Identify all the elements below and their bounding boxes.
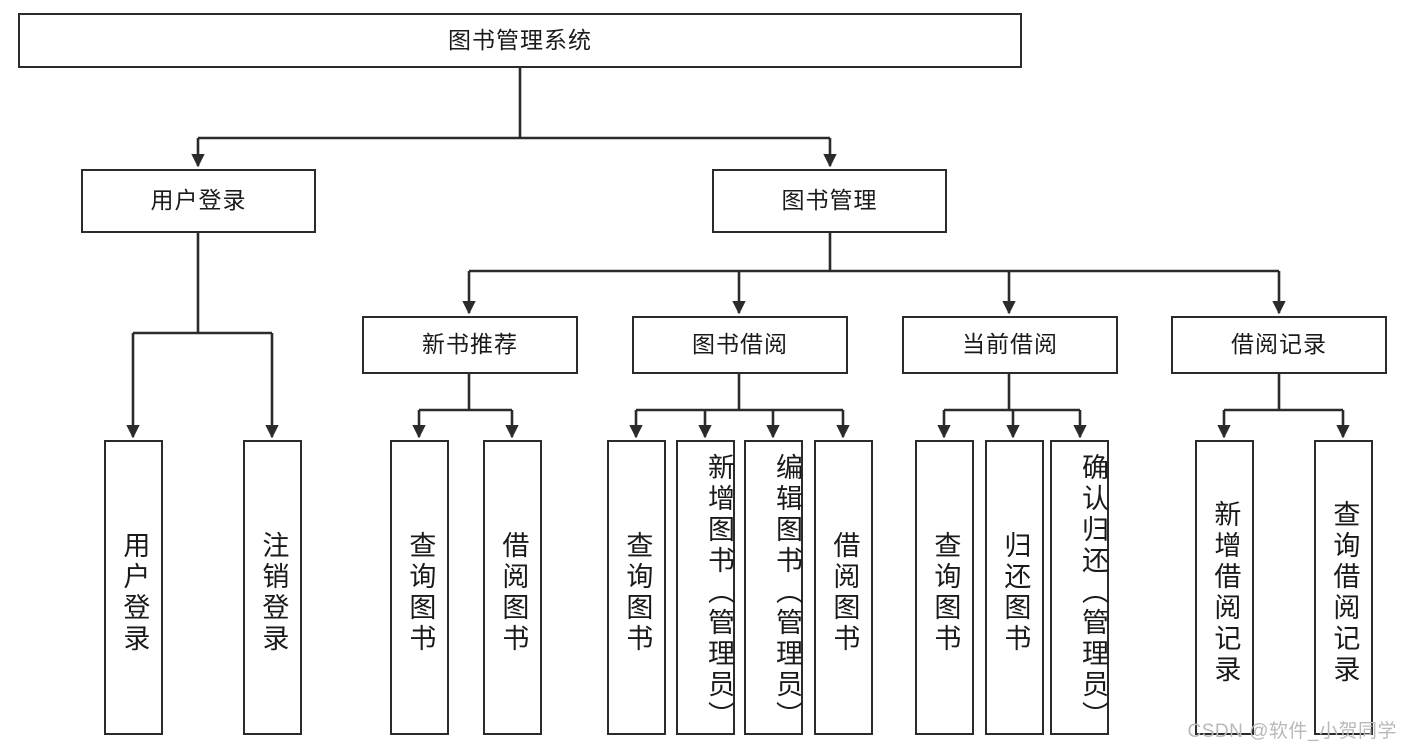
leaf-borrow-record-add-record[interactable]: 新增借阅记录 xyxy=(1195,440,1254,735)
node-root-book-management-system[interactable]: 图书管理系统 xyxy=(18,13,1022,68)
leaf-new-book-query-books[interactable]: 查询图书 xyxy=(390,440,449,735)
node-label: 编辑图书（管理员） xyxy=(772,453,802,732)
node-current-borrow[interactable]: 当前借阅 xyxy=(902,316,1118,374)
node-label: 图书管理 xyxy=(781,187,878,214)
leaf-current-borrow-query-books[interactable]: 查询图书 xyxy=(915,440,974,735)
node-book-borrow[interactable]: 图书借阅 xyxy=(632,316,848,374)
node-label: 用户登录 xyxy=(119,530,150,655)
node-label: 借阅图书 xyxy=(829,530,860,655)
node-label: 查询图书 xyxy=(622,530,653,655)
node-label: 确认归还（管理员） xyxy=(1078,453,1108,732)
node-label: 图书管理系统 xyxy=(448,26,592,53)
leaf-book-borrow-borrow-books[interactable]: 借阅图书 xyxy=(814,440,873,735)
node-book-management[interactable]: 图书管理 xyxy=(712,169,947,233)
node-label: 图书借阅 xyxy=(692,331,788,358)
leaf-book-borrow-add-book-admin[interactable]: 新增图书（管理员） xyxy=(676,440,735,735)
node-user-login[interactable]: 用户登录 xyxy=(81,169,316,233)
node-borrow-record[interactable]: 借阅记录 xyxy=(1171,316,1387,374)
node-label: 查询借阅记录 xyxy=(1329,499,1360,686)
node-label: 注销登录 xyxy=(258,530,289,655)
node-label: 新增借阅记录 xyxy=(1210,499,1241,686)
node-label: 用户登录 xyxy=(150,187,247,214)
node-new-book-recommend[interactable]: 新书推荐 xyxy=(362,316,578,374)
leaf-current-borrow-return-books[interactable]: 归还图书 xyxy=(985,440,1044,735)
node-label: 借阅记录 xyxy=(1231,331,1327,358)
leaf-user-login-sign-out[interactable]: 注销登录 xyxy=(243,440,302,735)
leaf-current-borrow-confirm-return-admin[interactable]: 确认归还（管理员） xyxy=(1050,440,1109,735)
leaf-book-borrow-edit-book-admin[interactable]: 编辑图书（管理员） xyxy=(744,440,803,735)
watermark-text: CSDN @软件_小贺同学 xyxy=(1187,721,1397,742)
node-label: 新书推荐 xyxy=(422,331,518,358)
node-label: 新增图书（管理员） xyxy=(704,453,734,732)
leaf-borrow-record-query-record[interactable]: 查询借阅记录 xyxy=(1314,440,1373,735)
leaf-new-book-borrow-books[interactable]: 借阅图书 xyxy=(483,440,542,735)
leaf-book-borrow-query-books[interactable]: 查询图书 xyxy=(607,440,666,735)
node-label: 当前借阅 xyxy=(962,331,1058,358)
node-label: 归还图书 xyxy=(1000,530,1031,655)
node-label: 借阅图书 xyxy=(498,530,529,655)
leaf-user-login-sign-in[interactable]: 用户登录 xyxy=(104,440,163,735)
node-label: 查询图书 xyxy=(405,530,436,655)
node-label: 查询图书 xyxy=(930,530,961,655)
